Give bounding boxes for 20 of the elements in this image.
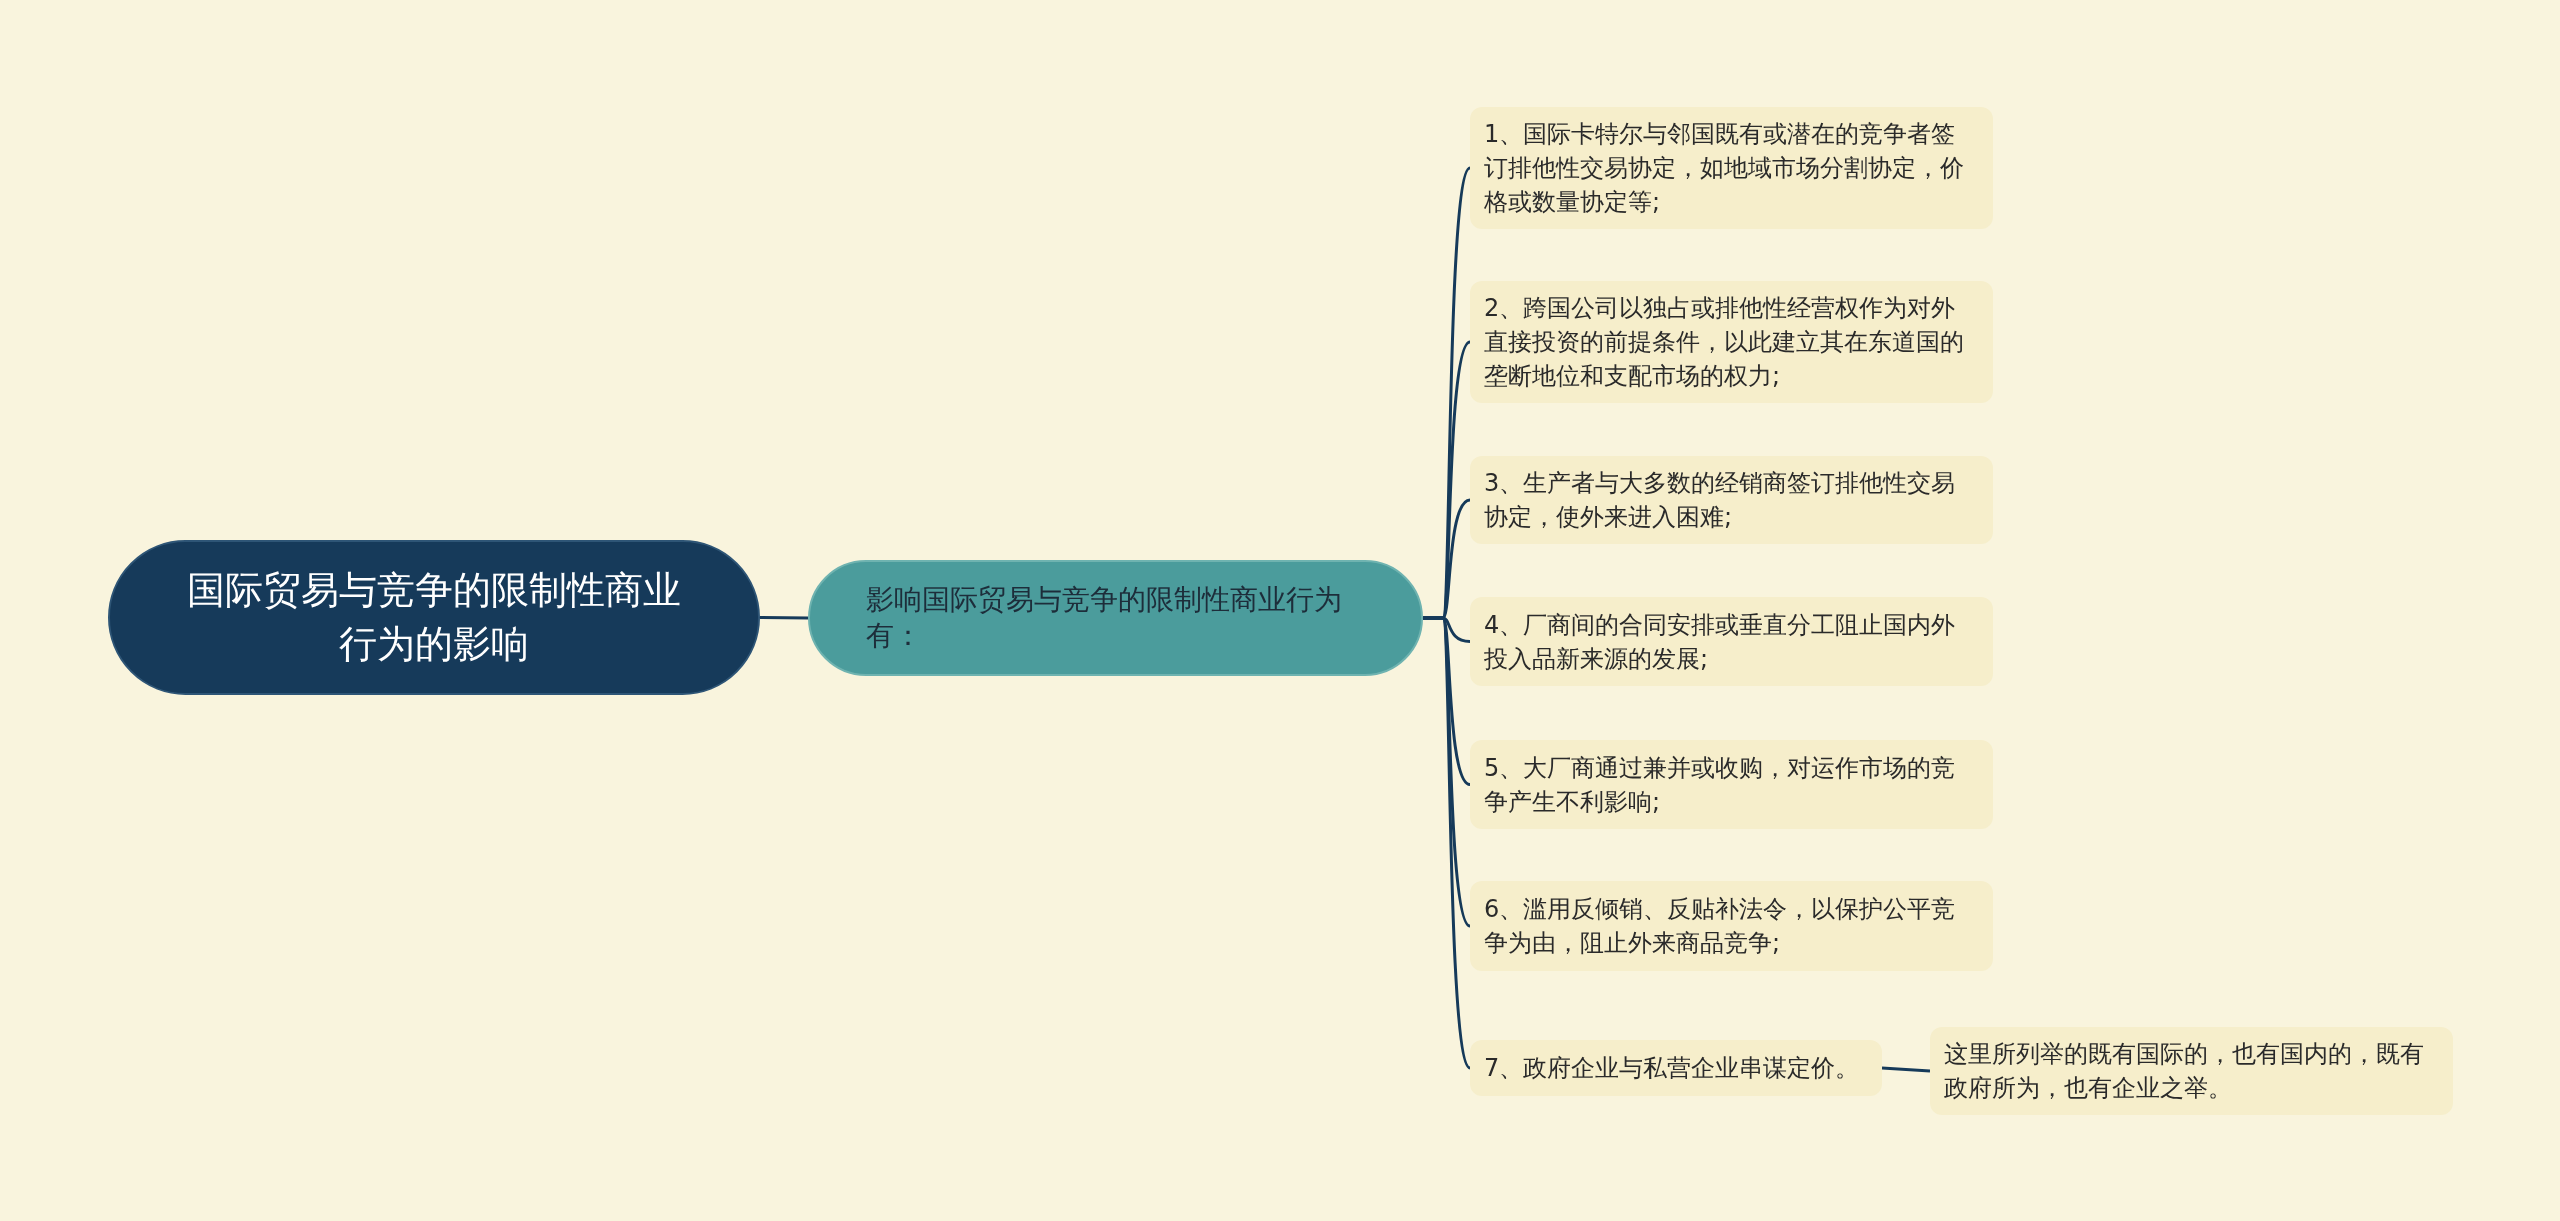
- topic-text: 国际贸易与竞争的限制性商业行为的影响: [186, 567, 682, 668]
- connector-line: [760, 616, 808, 620]
- topic-text: 这里所列举的既有国际的，也有国内的，既有政府所为，也有企业之举。: [1944, 1039, 2425, 1104]
- topic-text: 7、政府企业与私营企业串谋定价。: [1484, 1053, 1860, 1084]
- topic-text: 6、滥用反倾销、反贴补法令，以保护公平竞争为由，阻止外来商品竞争;: [1484, 894, 1957, 959]
- branch-item: [1470, 456, 1993, 544]
- branch-item: [1470, 281, 1993, 403]
- note-box: [1930, 1027, 2453, 1115]
- branch-item: [1470, 1040, 1882, 1096]
- topic-text: 5、大厂商通过兼并或收购，对运作市场的竞争产生不利影响;: [1484, 752, 1957, 818]
- branch-item: [1470, 597, 1993, 686]
- topic-text: 4、厂商间的合同安排或垂直分工阻止国内外投入品新来源的发展;: [1484, 609, 1957, 675]
- topic-text: 1、国际卡特尔与邻国既有或潜在的竞争者签订排他性交易协定，如地域市场分割协定，价格或数量协定等;: [1484, 119, 1965, 218]
- branch-item: [1470, 881, 1993, 971]
- branch-item: [1470, 740, 1993, 829]
- topic-text: 影响国际贸易与竞争的限制性商业行为有：: [866, 581, 1343, 654]
- topic-text: 3、生产者与大多数的经销商签订排他性交易协定，使外来进入困难;: [1484, 468, 1957, 533]
- topic-text: 2、跨国公司以独占或排他性经营权作为对外直接投资的前提条件，以此建立其在东道国的垄断地位和支配市场的权力;: [1484, 293, 1965, 392]
- connector-line: [1881, 1066, 1931, 1073]
- branch-item: [1470, 107, 1993, 229]
